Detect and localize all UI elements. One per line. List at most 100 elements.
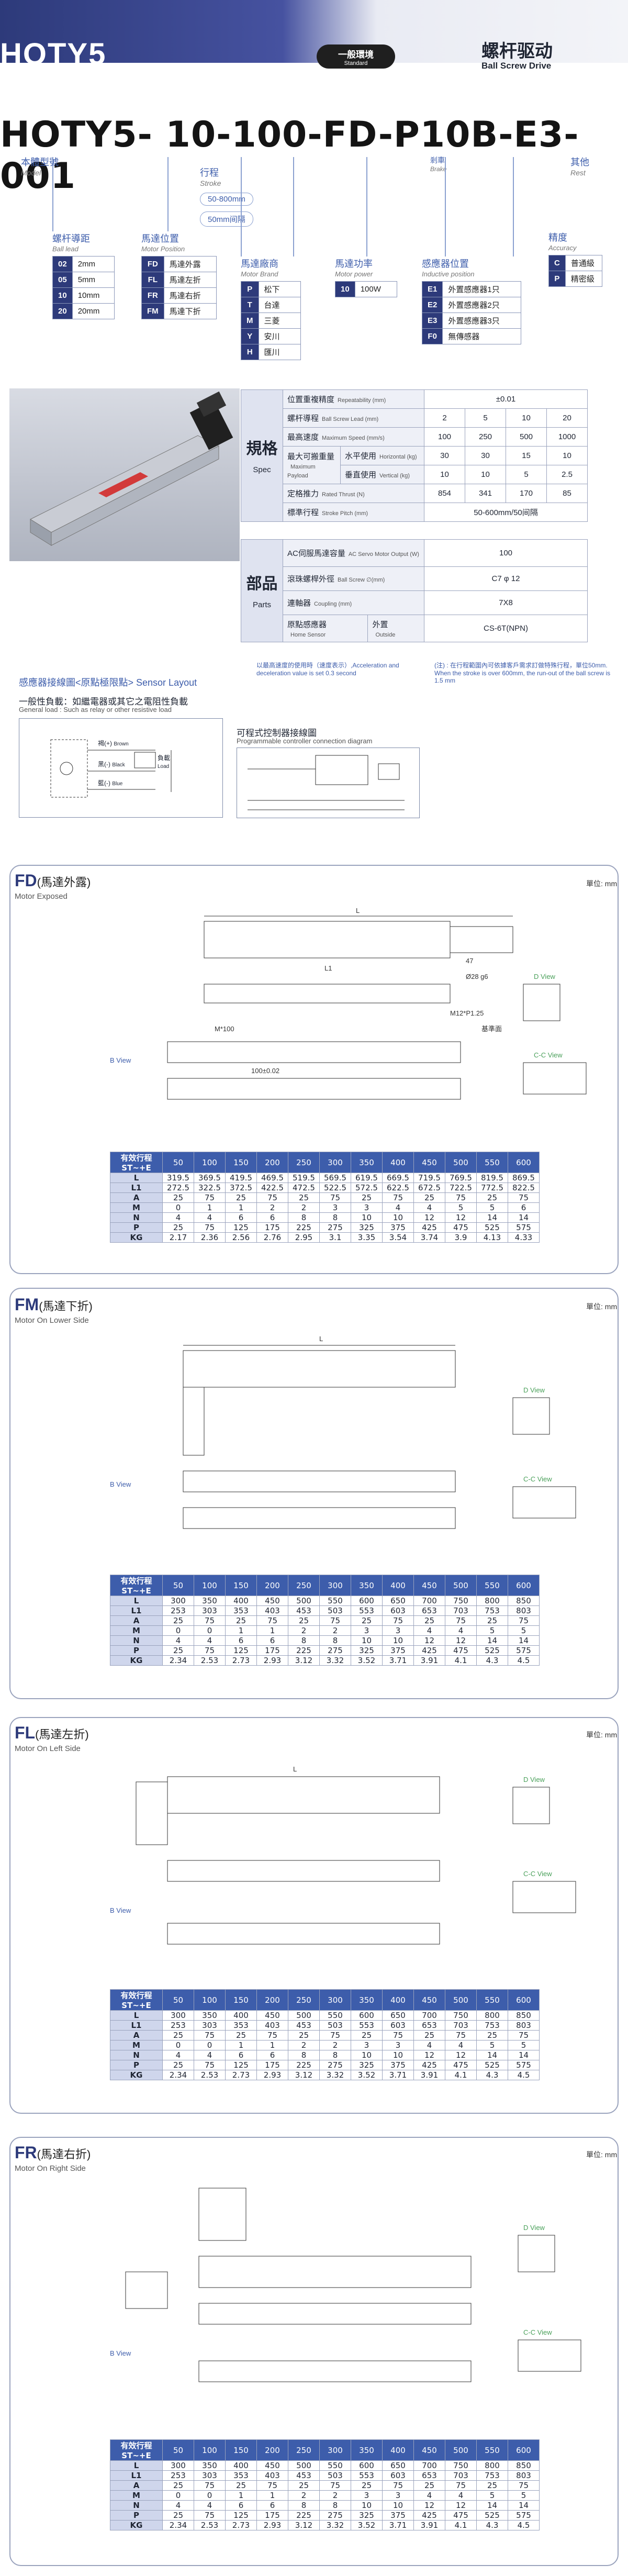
dimension-header-cell: 500	[445, 1575, 477, 1596]
dimension-cell: M	[110, 1202, 163, 1213]
dimension-cell: 525	[476, 2060, 508, 2070]
dimension-cell: 75	[319, 2480, 351, 2491]
dimension-cell: 75	[194, 2480, 226, 2491]
dimension-cell: 553	[351, 2020, 383, 2031]
dimension-cell: 12	[445, 2050, 477, 2060]
dimension-cell: 2.73	[225, 2520, 257, 2530]
dimension-header-cell: 150	[225, 2439, 257, 2461]
dimension-cell: 4	[162, 1635, 194, 1646]
dimension-cell: N	[110, 1635, 163, 1646]
dimension-cell: L	[110, 2460, 163, 2471]
dimension-cell: 4.5	[508, 1655, 540, 1666]
dimension-cell: M	[110, 1625, 163, 1636]
dimension-cell: 25	[476, 2480, 508, 2491]
dimension-cell: 475	[445, 1645, 477, 1656]
dimension-cell: 8	[319, 1212, 351, 1223]
dimension-cell: 3.52	[351, 2070, 383, 2080]
dimension-cell: 2	[319, 2490, 351, 2501]
code-label-rest: 其他 Rest	[570, 155, 589, 177]
dimension-cell: 225	[288, 2510, 320, 2521]
wire-blue: 藍(-) Blue	[98, 779, 123, 787]
dimension-cell: 722.5	[445, 1183, 477, 1193]
dimension-header-cell: 300	[319, 2439, 351, 2461]
dimension-cell: 753	[476, 2470, 508, 2481]
dimension-cell: KG	[110, 2520, 163, 2530]
dimension-header-cell: 150	[225, 1989, 257, 2011]
dimension-header-cell: 600	[508, 1575, 540, 1596]
dimension-header-cell: 550	[476, 1989, 508, 2011]
dimension-header-cell: 400	[382, 2439, 414, 2461]
dimension-cell: 5	[476, 2490, 508, 2501]
dimension-header-cell: 50	[162, 1575, 194, 1596]
dimension-cell: 4	[162, 2050, 194, 2060]
dimension-cell: 3.12	[288, 2520, 320, 2530]
dimension-cell: 0	[194, 2040, 226, 2050]
dimension-cell: 400	[225, 2460, 257, 2471]
dimension-cell: 550	[319, 2010, 351, 2021]
dimension-cell: 25	[162, 1645, 194, 1656]
dimension-cell: 453	[288, 2470, 320, 2481]
dimension-cell: 2	[256, 1202, 288, 1213]
dimension-cell: 325	[351, 2060, 383, 2070]
dimension-cell: 10	[382, 1635, 414, 1646]
option-accuracy-subtitle: Accuracy	[548, 244, 577, 252]
dimension-cell: 4.5	[508, 2520, 540, 2530]
model-code: HOTY5- 10-100-FD-P10B-E3-001	[0, 114, 579, 197]
dimension-cell: 522.5	[319, 1183, 351, 1193]
dimension-header-cell: 有效行程 ST~+E	[110, 2439, 163, 2461]
dimension-cell: 25	[225, 2030, 257, 2040]
dimension-cell: 550	[319, 2460, 351, 2471]
dimension-cell: 5	[508, 2490, 540, 2501]
dimension-cell: 0	[162, 2490, 194, 2501]
option-motor-power-subtitle: Motor power	[335, 270, 373, 278]
dimension-cell: 375	[382, 1645, 414, 1656]
dimension-cell: 753	[476, 1605, 508, 1616]
dimension-cell: 503	[319, 2020, 351, 2031]
dimension-cell: 850	[508, 1596, 540, 1606]
dimension-cell: 1	[225, 2490, 257, 2501]
plc-diagram-subtitle: Programmable controller connection diagr…	[237, 737, 373, 745]
code-label-brake: 剎車 Brake	[430, 155, 446, 173]
dimension-cell: 14	[476, 2500, 508, 2511]
dimension-cell: 4.3	[476, 2520, 508, 2530]
dimension-header-cell: 400	[382, 1152, 414, 1173]
dimension-cell: 700	[413, 2460, 445, 2471]
dim-thread-fd: M12*P1.25	[450, 1009, 484, 1017]
dim-pitch-fd: 100±0.02	[251, 1067, 279, 1075]
dimension-cell: 75	[382, 1615, 414, 1626]
dimension-cell: 622.5	[382, 1183, 414, 1193]
dimension-cell: 1	[225, 1202, 257, 1213]
dimension-cell: N	[110, 2500, 163, 2511]
dimension-cell: 5	[445, 1202, 477, 1213]
dimension-cell: 275	[319, 1222, 351, 1233]
dimension-cell: 3	[319, 1202, 351, 1213]
connector-line	[293, 157, 294, 257]
dimension-cell: 3.12	[288, 2070, 320, 2080]
stroke-range-pill: 50-800mm	[200, 193, 253, 206]
dimension-cell: 6	[225, 2500, 257, 2511]
dimension-cell: 0	[194, 1625, 226, 1636]
dimension-cell: 4.13	[476, 1232, 508, 1243]
dimension-cell: 400	[225, 2010, 257, 2021]
dimension-header-cell: 100	[194, 1575, 226, 1596]
dimension-cell: 403	[256, 1605, 288, 1616]
dimension-cell: 703	[445, 2470, 477, 2481]
code-label-stroke: 行程 Stroke	[200, 165, 221, 187]
